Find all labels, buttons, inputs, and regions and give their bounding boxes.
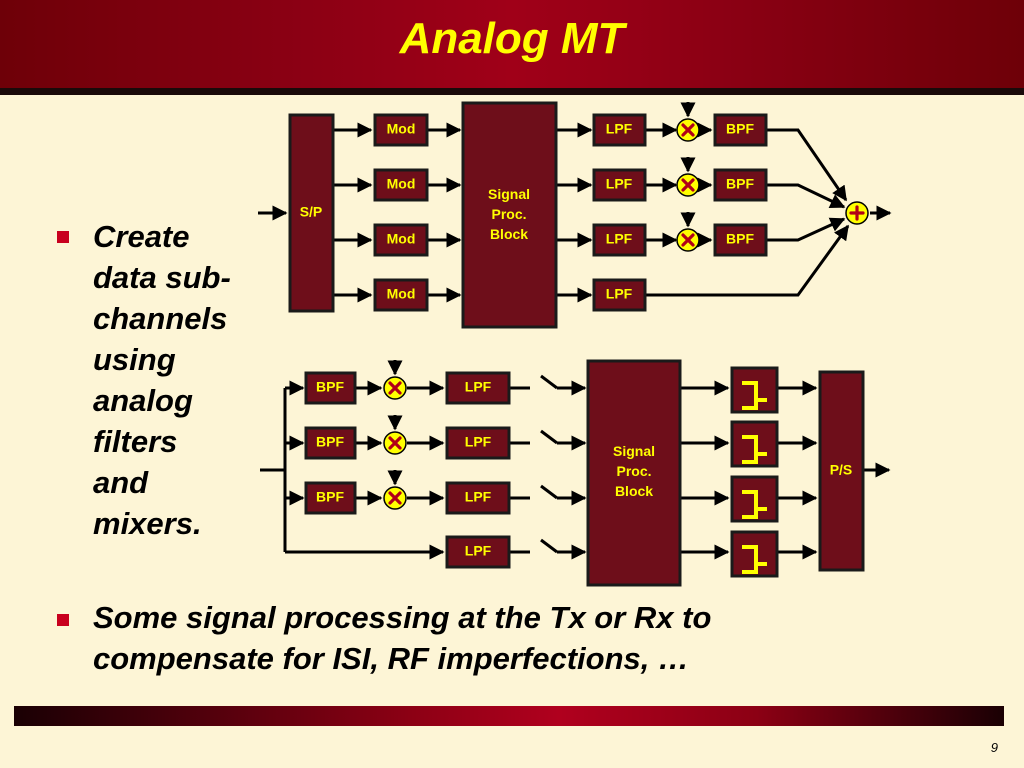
bullet-text-2: Some signal processing at the Tx or Rx t… — [93, 600, 712, 676]
rx-lpf-blocks: LPF LPF LPF LPF — [445, 371, 511, 569]
rx-adc-blocks — [730, 366, 779, 578]
rx-mixers — [383, 376, 407, 510]
rx-mixer-icon-3 — [383, 486, 407, 510]
bullet-marker-2 — [57, 614, 69, 626]
tx-mixer-icon-3 — [676, 228, 700, 252]
rx-bpf-label-1: BPF — [316, 379, 344, 395]
tx-mod-label-4: Mod — [387, 286, 416, 302]
rx-lpf-label-2: LPF — [465, 434, 492, 450]
tx-lpf-blocks: LPF LPF LPF LPF — [592, 113, 647, 312]
rx-ps-label: P/S — [830, 462, 853, 478]
tx-lpf-label-2: LPF — [606, 176, 633, 192]
tx-sp-label: S/P — [300, 204, 323, 220]
title-bar-edge — [0, 88, 1024, 95]
page-number: 9 — [990, 740, 998, 755]
tx-summer-icon — [845, 201, 869, 225]
tx-bpf-blocks: BPF BPF BPF — [713, 113, 768, 257]
rx-bpf-blocks: BPF BPF BPF — [304, 371, 357, 515]
tx-bpf-label-2: BPF — [726, 176, 754, 192]
tx-sp-block: S/P — [288, 113, 335, 313]
adc-icon-2 — [730, 420, 779, 468]
bullet-text-1: Create data sub- channels using analog f… — [93, 219, 231, 541]
adc-icon-4 — [730, 530, 779, 578]
tx-mod-label-1: Mod — [387, 121, 416, 137]
tx-mixer-icon-2 — [676, 173, 700, 197]
rx-bpf-label-3: BPF — [316, 489, 344, 505]
tx-bpf-label-1: BPF — [726, 121, 754, 137]
tx-lpf-label-4: LPF — [606, 286, 633, 302]
tx-bpf-label-3: BPF — [726, 231, 754, 247]
tx-lpf-label-3: LPF — [606, 231, 633, 247]
tx-mod-label-3: Mod — [387, 231, 416, 247]
adc-icon-1 — [730, 366, 779, 414]
tx-mixer-icon-1 — [676, 118, 700, 142]
rx-mixer-icon-2 — [383, 431, 407, 455]
tx-mixers — [676, 118, 700, 252]
tx-wires — [258, 102, 892, 303]
rx-wires — [260, 360, 891, 560]
footer-bar — [14, 706, 1004, 726]
title-bar — [0, 0, 1024, 88]
rx-ps-block: P/S — [818, 370, 865, 572]
adc-icon-3 — [730, 475, 779, 523]
bullet-marker-1 — [57, 231, 69, 243]
rx-bpf-label-2: BPF — [316, 434, 344, 450]
tx-mod-blocks: Mod Mod Mod Mod — [373, 113, 429, 312]
rx-lpf-label-3: LPF — [465, 489, 492, 505]
slide-title: Analog MT — [399, 14, 625, 63]
rx-lpf-label-4: LPF — [465, 543, 492, 559]
rx-mixer-icon-1 — [383, 376, 407, 400]
rx-lpf-label-1: LPF — [465, 379, 492, 395]
tx-lpf-label-1: LPF — [606, 121, 633, 137]
tx-mod-label-2: Mod — [387, 176, 416, 192]
